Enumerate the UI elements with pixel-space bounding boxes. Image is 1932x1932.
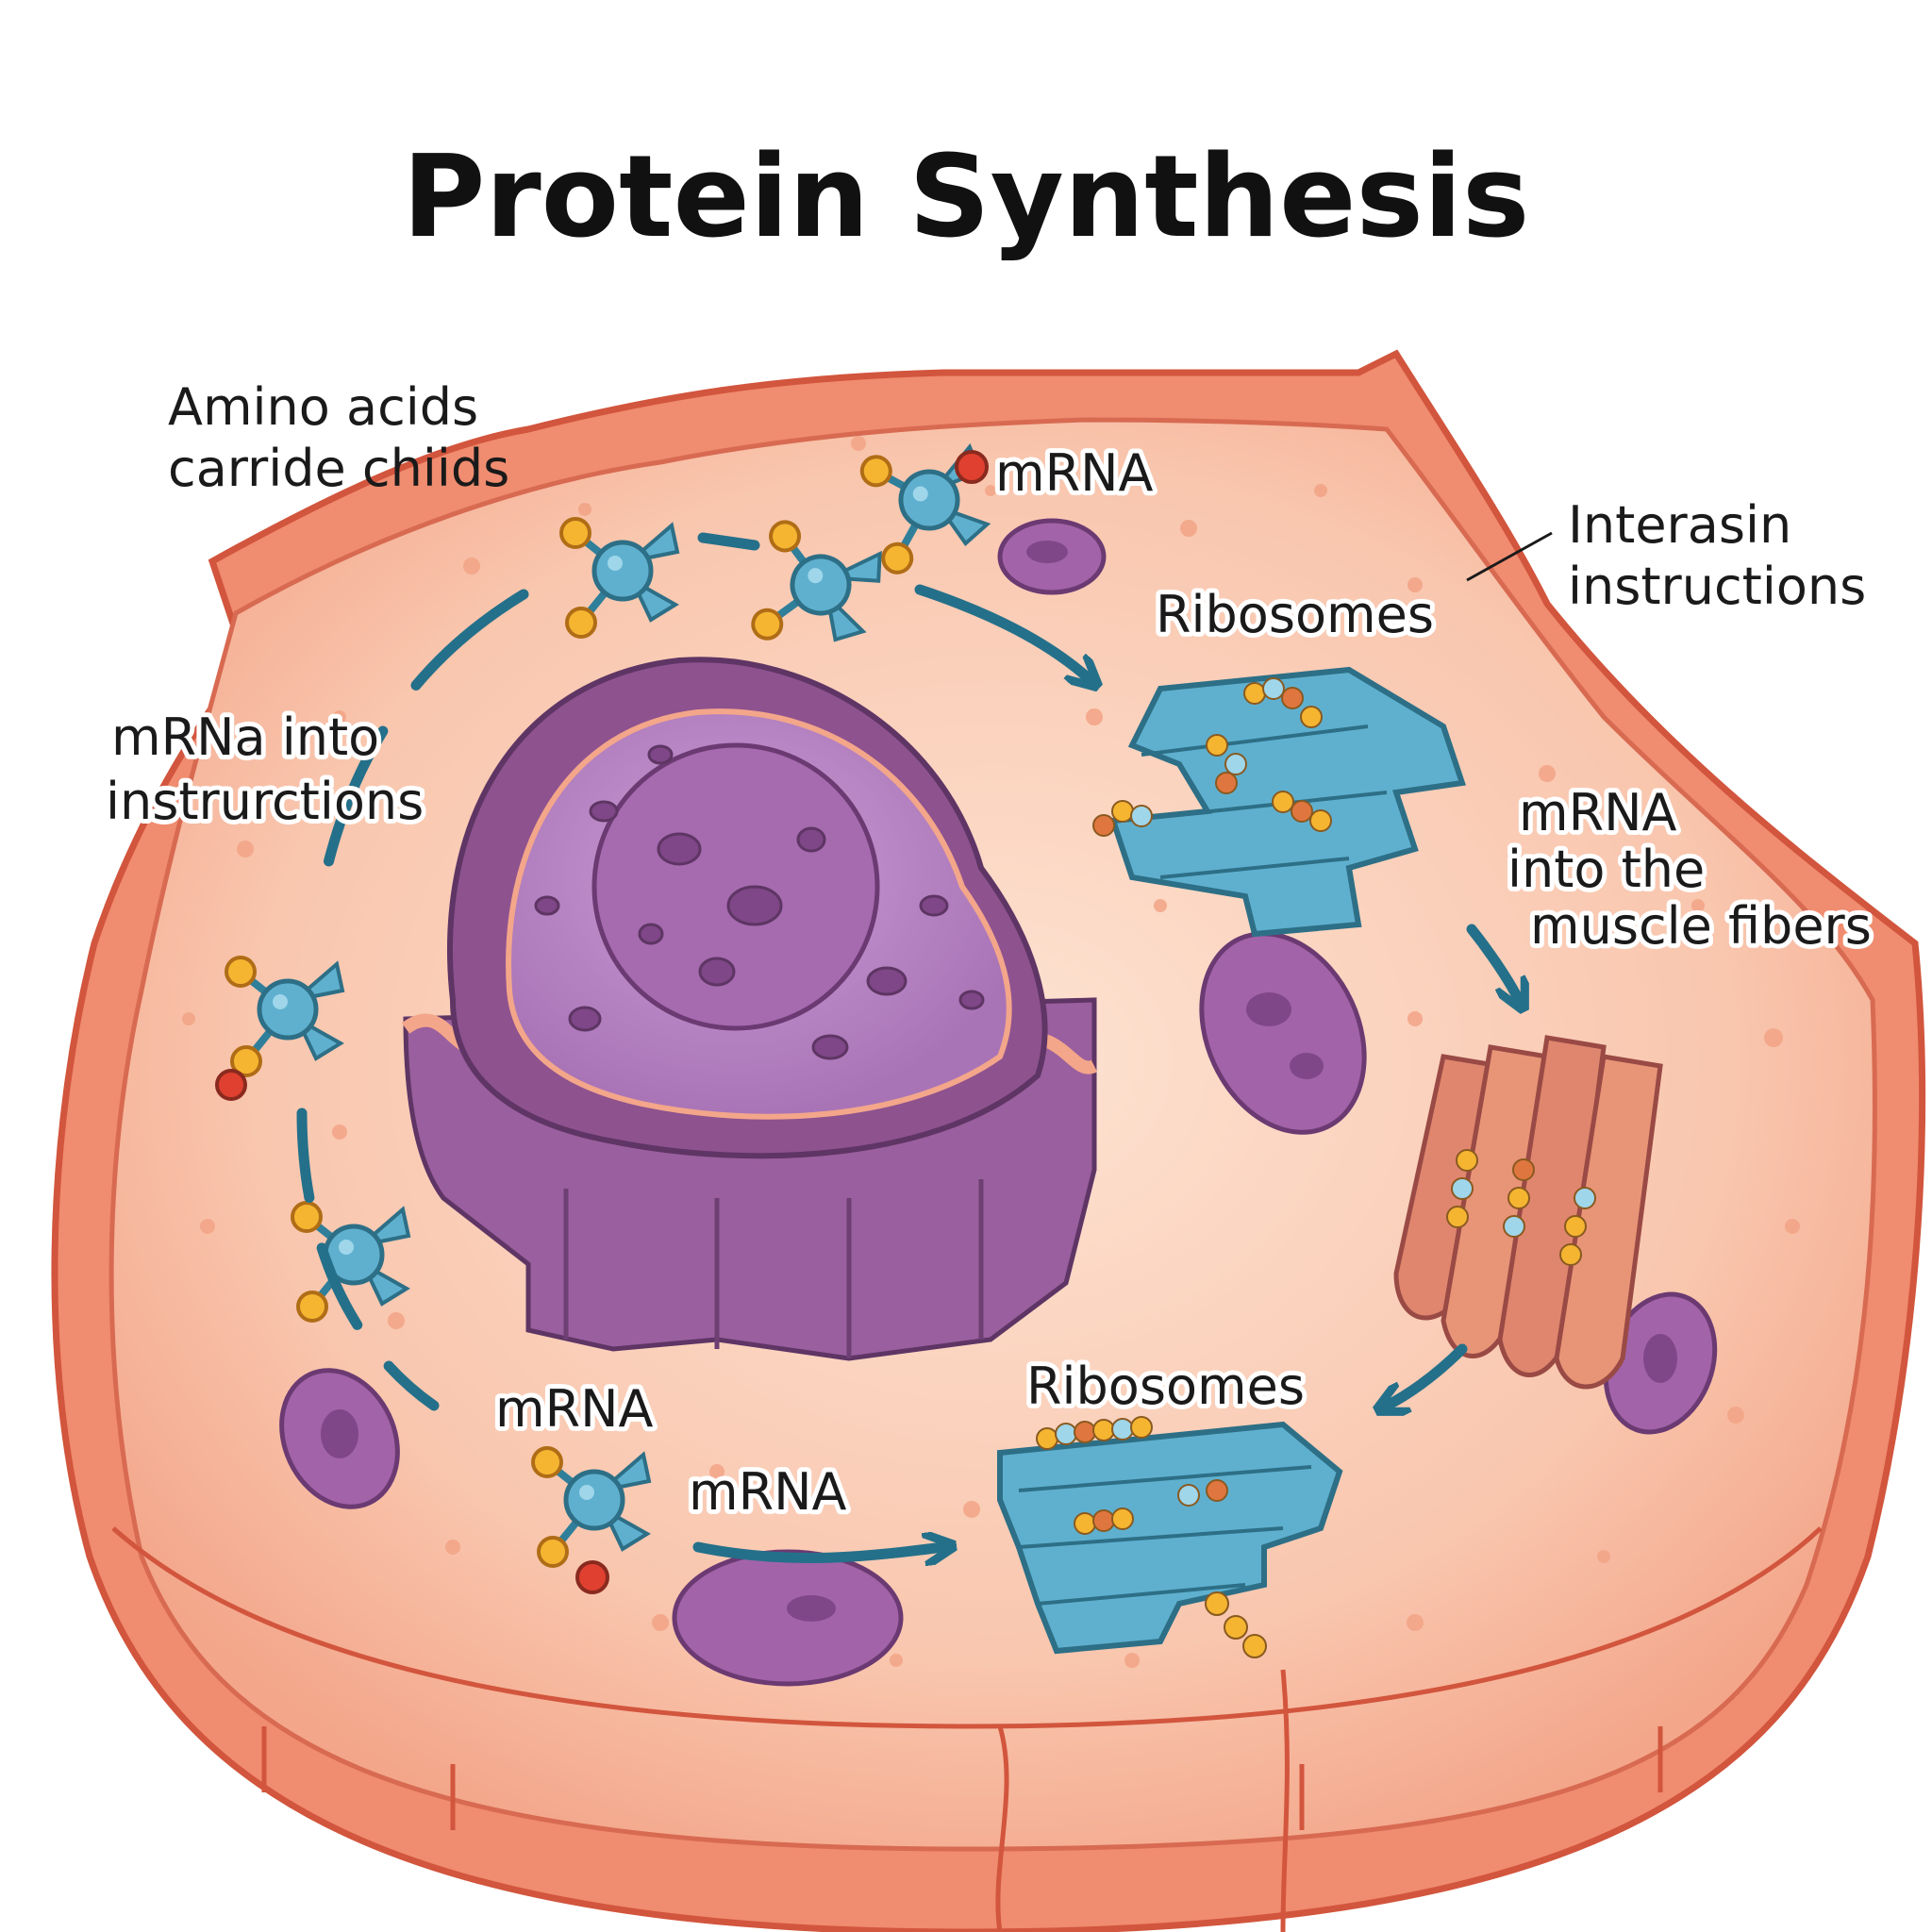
striated-organelle: [1393, 1035, 1663, 1390]
ribosome-top: [1092, 666, 1466, 938]
label-mrna-top: mRNA: [995, 443, 1154, 503]
label-mrna-muscle-3: muscle fibers: [1530, 896, 1872, 956]
label-amino-acids: Amino acids: [168, 377, 478, 437]
vesicles: [279, 518, 1718, 1687]
nucleus: [401, 657, 1098, 1361]
label-instrurctions: instrurctions: [106, 772, 424, 831]
label-mrna-muscle-2: into the: [1507, 840, 1705, 899]
labels: Amino acids carride chiids mRNA Interasi…: [101, 377, 1876, 1526]
arrow-ribosome-to-fibers: [1466, 924, 1519, 1000]
pathway-arrows: [296, 532, 1519, 1558]
interasin-pointer: [1466, 531, 1553, 582]
arrow-fibers-to-bottom-ribosome: [1387, 1343, 1468, 1406]
arrow-top-to-ribosome: [914, 584, 1090, 679]
label-interasin: Interasin: [1568, 495, 1791, 555]
label-mrna-bottom-1: mRNA: [495, 1379, 654, 1439]
page-title: Protein Synthesis: [403, 132, 1530, 263]
ribosome-bottom: [997, 1416, 1343, 1658]
chromatin-spots: [534, 744, 985, 1060]
vesicle: [672, 1549, 904, 1687]
label-mrna-muscle-1: mRNA: [1519, 783, 1677, 842]
amino-acid-molecules: [215, 440, 994, 1594]
arrow-dashed-left: [315, 589, 529, 902]
arrow-top-dash: [697, 532, 760, 551]
label-carride-chiids: carride chiids: [168, 439, 509, 498]
nucleolus: [591, 742, 880, 1031]
arrow-dashed-left-lower: [296, 1108, 440, 1411]
label-mrna-into: mRNa into: [111, 708, 379, 767]
cell-bottom-rim: [111, 1526, 1823, 1729]
label-ribosomes-bottom: Ribosomes: [1026, 1357, 1305, 1416]
vesicle: [1199, 931, 1367, 1135]
arrow-bottom: [692, 1547, 943, 1558]
label-mrna-bottom-2: mRNA: [689, 1462, 847, 1522]
label-ribosomes-top: Ribosomes: [1156, 585, 1434, 644]
label-interasin-instructions: instructions: [1568, 557, 1866, 616]
